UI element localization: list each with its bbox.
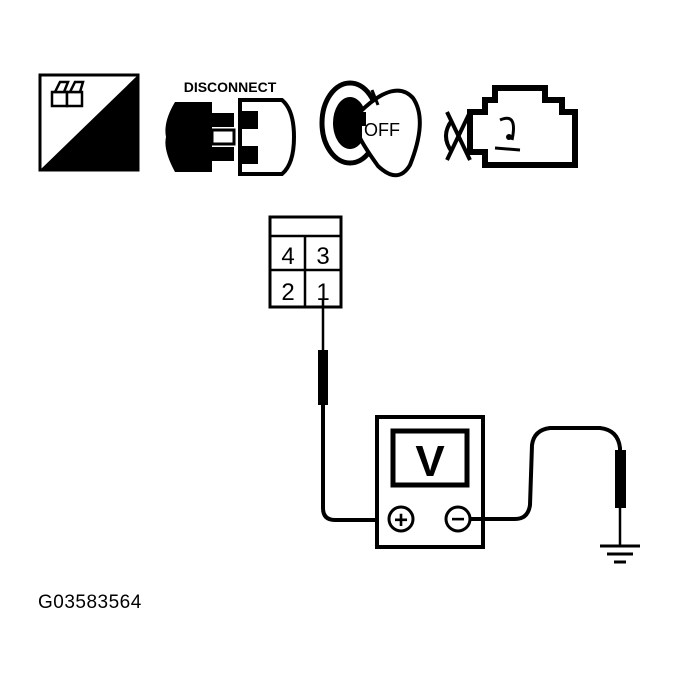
key-icon (358, 88, 422, 178)
disconnect-icon: DISCONNECT (165, 79, 297, 176)
pin-2-label: 2 (281, 279, 294, 306)
positive-terminal (387, 505, 415, 533)
harness-connector: 4 3 2 1 (268, 215, 343, 309)
plug-left (165, 102, 212, 172)
pin-3-label: 3 (316, 243, 329, 270)
ts-label: T.S. (82, 140, 125, 168)
negative-probe (615, 450, 626, 508)
pin-4-label: 4 (281, 243, 294, 270)
meter-display (390, 428, 470, 488)
ts-icon: T.S. (38, 73, 140, 172)
negative-probe-lead (470, 426, 626, 546)
fan-crossed-icon (444, 111, 472, 161)
positive-probe (318, 350, 328, 405)
negative-symbol: − (451, 506, 465, 533)
ignition-off-label: OFF (364, 120, 400, 140)
voltmeter: V + − (375, 415, 485, 549)
positive-symbol: + (394, 507, 408, 534)
pin-1-label: 1 (316, 279, 329, 306)
figure-id: G03583564 (38, 592, 142, 613)
ground-icon (600, 544, 640, 564)
ignition-off-icon: OFF (319, 80, 422, 178)
engine-icon (444, 85, 578, 168)
pin-top (212, 113, 234, 127)
meter-display-label: V (415, 437, 445, 486)
positive-probe-lead (318, 300, 382, 522)
relay-icon (50, 80, 85, 108)
pin-bottom (212, 147, 234, 161)
pin-mid (210, 128, 236, 146)
disconnect-label: DISCONNECT (184, 79, 277, 95)
